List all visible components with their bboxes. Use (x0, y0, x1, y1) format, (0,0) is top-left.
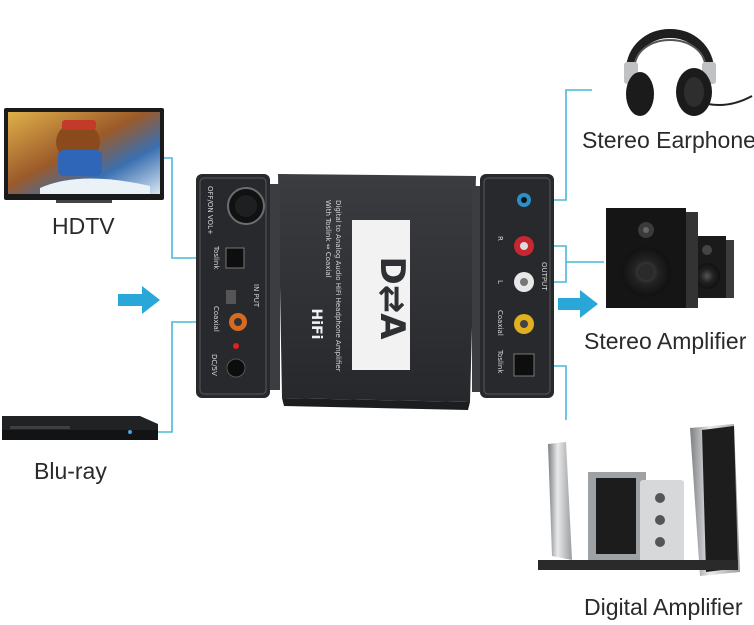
toslink-input-port (225, 247, 245, 269)
coaxial-output-label: Coaxial (496, 310, 504, 336)
bookshelf-speakers-icon (606, 208, 734, 308)
dc-label: DC/5V (210, 354, 218, 376)
bluray-player-icon (2, 416, 158, 440)
l-label: L (496, 280, 504, 284)
bluray-label: Blu-ray (34, 458, 107, 484)
right-output-panel: R L OUTPUT Coaxial Toslink (480, 174, 554, 398)
hdtv-icon (4, 108, 164, 203)
dac-device: D⇄A HiFi Digital to Analog Audio HiFi He… (264, 174, 486, 410)
hdtv-label: HDTV (52, 213, 115, 239)
toslink-output-port (513, 353, 535, 377)
toslink-input-label: Toslink (212, 245, 220, 270)
input-switch (226, 290, 236, 304)
left-input-panel: OFF/ON VOL+ IN PUT Toslink Coaxial DC/5V (196, 174, 270, 398)
input-arrow-icon (118, 286, 160, 314)
digital-amplifier-label: Digital Amplifier (584, 594, 743, 620)
coaxial-input-label: Coaxial (212, 306, 220, 332)
r-label: R (496, 236, 504, 241)
home-theater-icon (538, 424, 740, 576)
toslink-output-label: Toslink (496, 349, 504, 374)
power-label: OFF/ON VOL+ (206, 186, 214, 235)
power-led (233, 343, 239, 349)
device-top-text-1: Digital to Analog Audio HiFi Headphone A… (334, 200, 342, 372)
dc-power-port (226, 358, 246, 378)
hifi-label: HiFi (308, 309, 324, 340)
output-arrow-icon (558, 290, 598, 318)
headphones-icon (624, 29, 753, 116)
stereo-amplifier-label: Stereo Amplifier (584, 328, 747, 354)
device-logo: D⇄A (372, 256, 412, 340)
device-top-text-2: With Toslink ⇔ Coaxial (324, 200, 332, 278)
output-label: OUTPUT (540, 262, 548, 291)
input-label: IN PUT (252, 284, 260, 308)
stereo-earphone-label: Stereo Earphone (582, 127, 754, 153)
